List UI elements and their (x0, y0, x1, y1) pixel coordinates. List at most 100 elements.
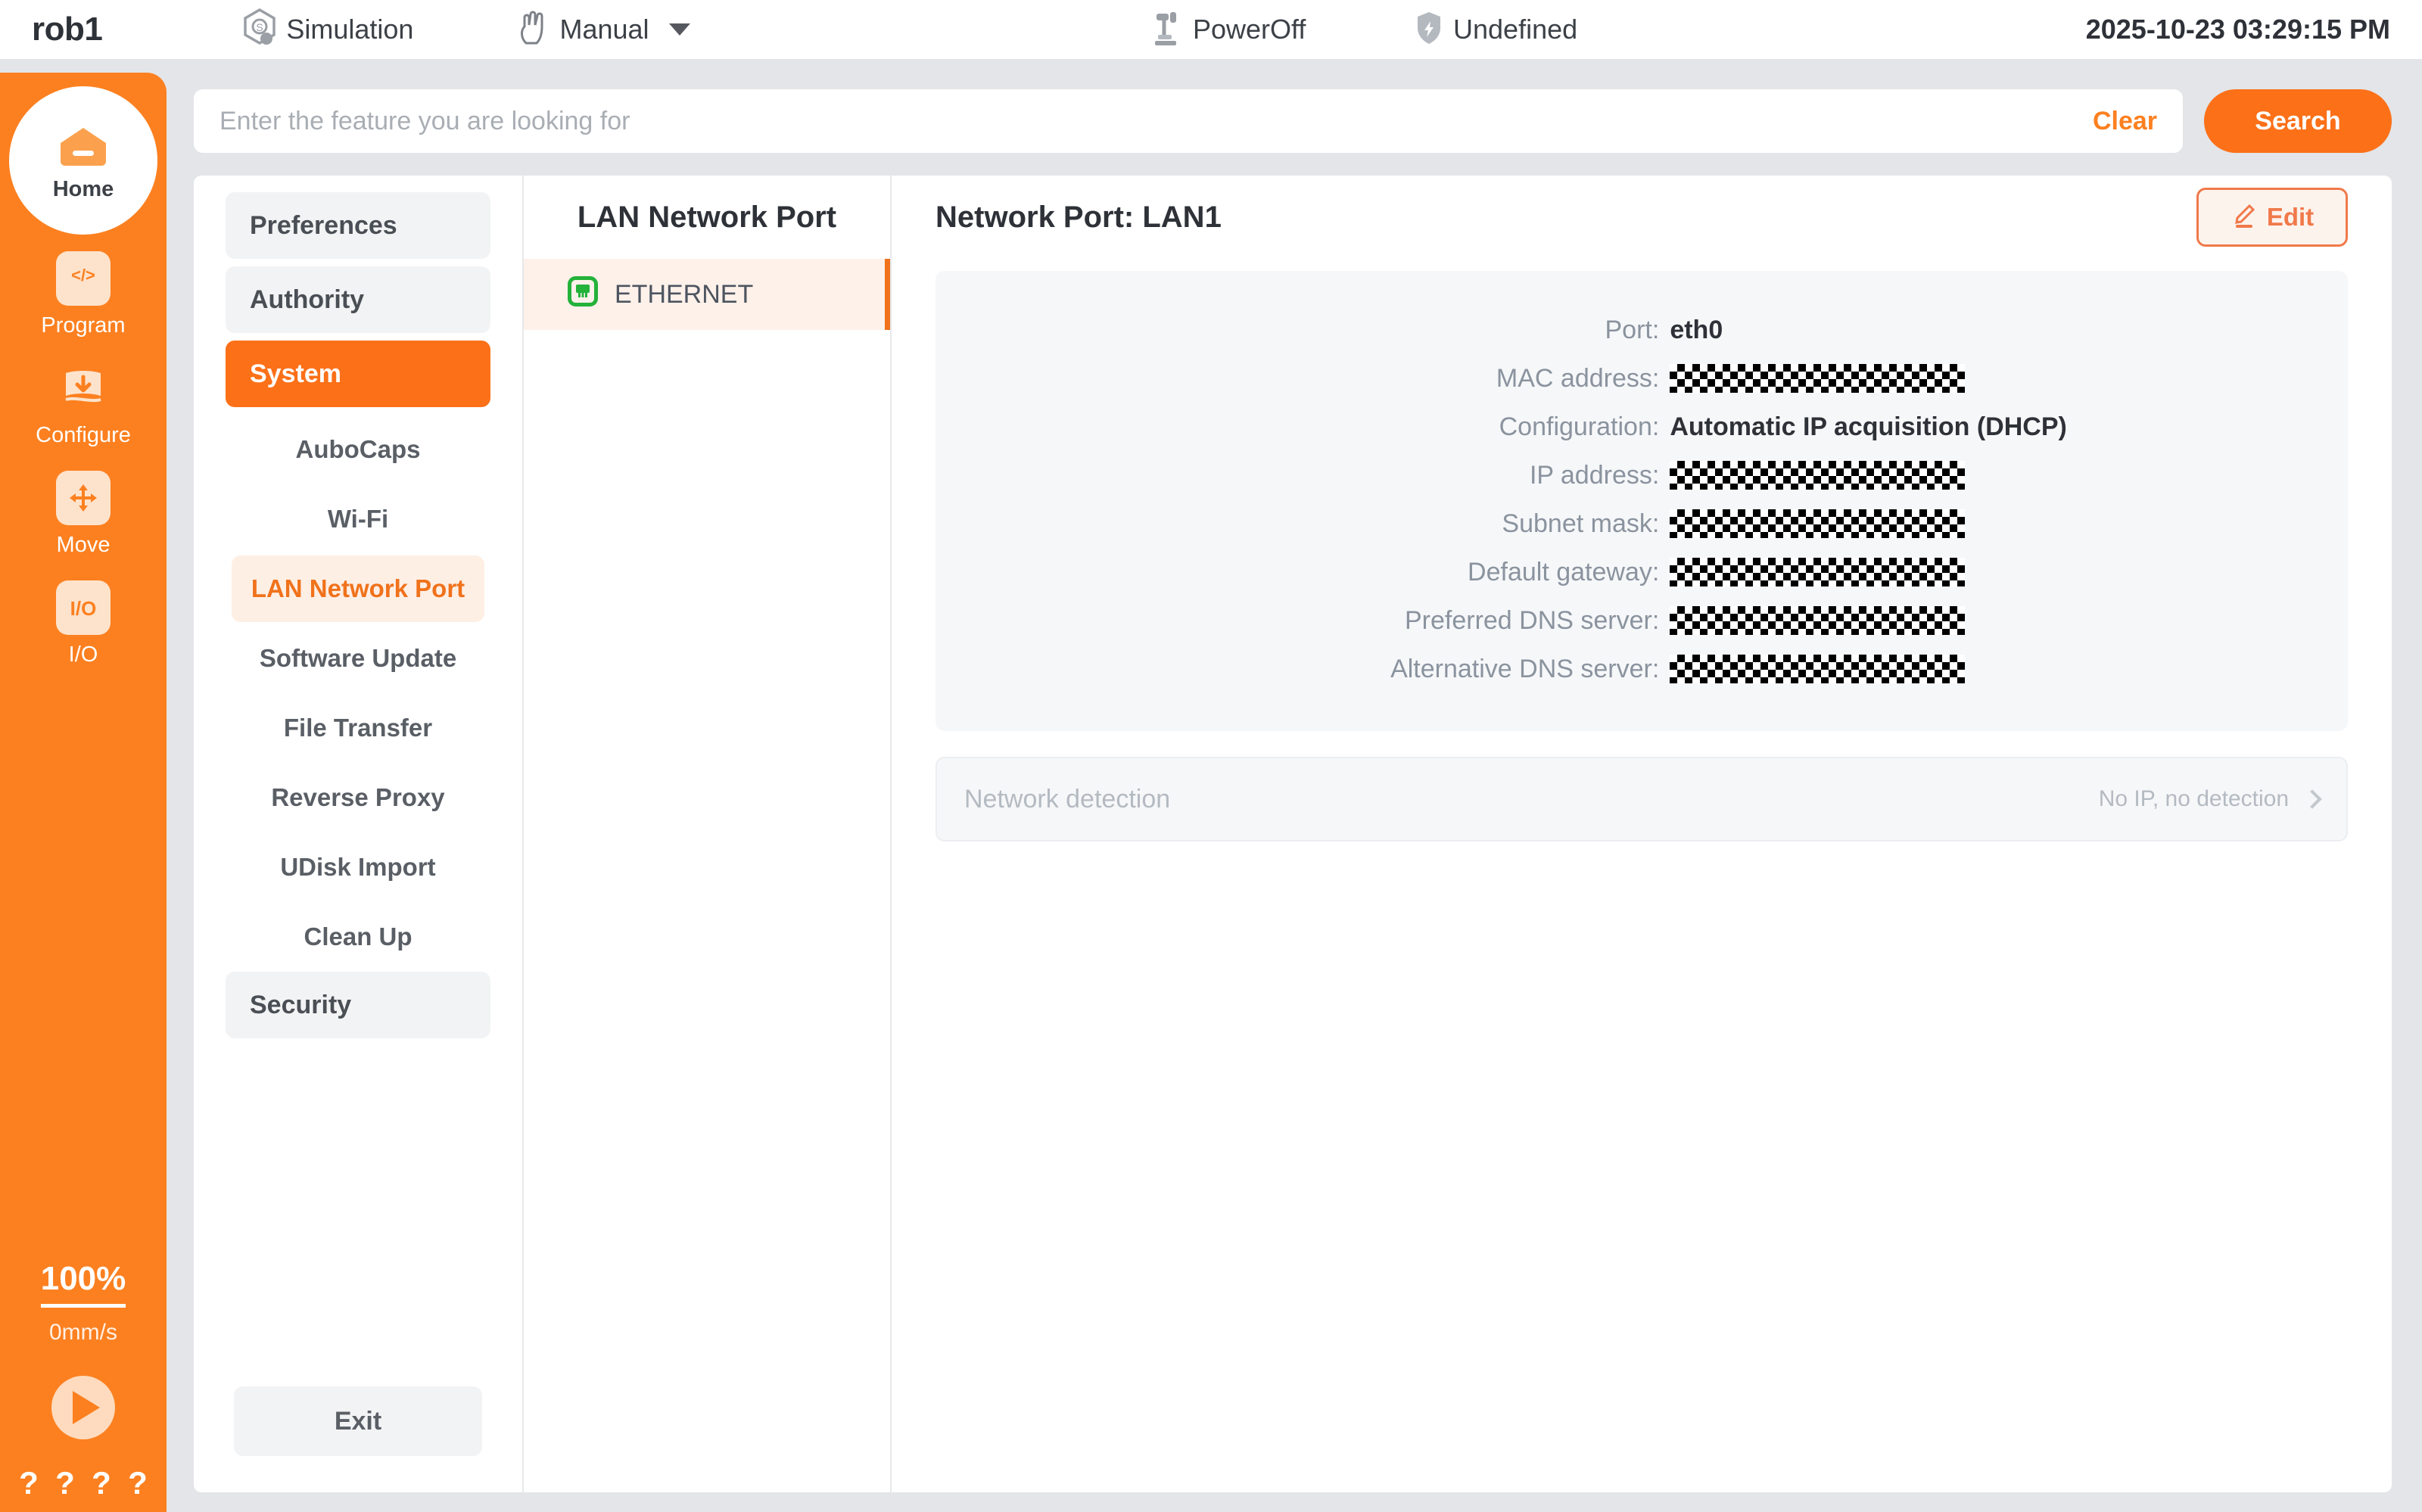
info-key-ip-address: IP address: (1529, 460, 1660, 490)
speed-percent[interactable]: 100% (40, 1260, 126, 1308)
network-detection-status: No IP, no detection (2098, 786, 2289, 811)
home-icon (56, 120, 111, 174)
download-page-icon (56, 361, 111, 415)
search-box[interactable]: Clear (194, 89, 2183, 153)
exit-button[interactable]: Exit (234, 1386, 482, 1456)
info-row-configuration: Configuration: Automatic IP acquisition … (935, 403, 2348, 451)
simulation-hexagon-icon: S (242, 8, 277, 51)
port-row-label: ETHERNET (615, 279, 754, 309)
status-undefined-label: Undefined (1453, 14, 1578, 45)
rail-help-marks: ? ? ? ? (0, 1439, 167, 1512)
status-manual-dropdown[interactable]: Manual (515, 8, 690, 51)
help-mark-3[interactable]: ? (92, 1465, 111, 1501)
rail-item-configure[interactable]: Configure (0, 361, 167, 448)
code-monitor-icon: </> (56, 251, 111, 306)
info-value-ip-address-redacted (1670, 461, 1966, 490)
info-row-port: Port: eth0 (935, 306, 2348, 354)
rail-label-io: I/O (68, 642, 98, 667)
search-button[interactable]: Search (2204, 89, 2392, 153)
edit-button[interactable]: Edit (2196, 188, 2348, 247)
status-simulation-label: Simulation (286, 14, 414, 45)
rail-item-program[interactable]: </> Program (0, 251, 167, 338)
info-value-default-gateway-redacted (1670, 558, 1966, 586)
shield-bolt-icon (1414, 10, 1444, 50)
info-value-port: eth0 (1670, 315, 1723, 344)
top-status-bar: rob1 S Simulation Manual (0, 0, 2422, 59)
pencil-icon (2231, 203, 2256, 232)
nav-item-udisk-import[interactable]: UDisk Import (280, 853, 436, 881)
status-simulation[interactable]: S Simulation (242, 8, 413, 51)
status-poweroff[interactable]: PowerOff (1152, 9, 1306, 51)
info-row-preferred-dns: Preferred DNS server: (935, 596, 2348, 645)
info-row-alternative-dns: Alternative DNS server: (935, 645, 2348, 693)
nav-item-lan-network-port[interactable]: LAN Network Port (232, 555, 484, 622)
search-input[interactable] (219, 106, 2075, 136)
hand-manual-icon (515, 8, 550, 51)
play-button[interactable] (51, 1376, 115, 1439)
help-mark-1[interactable]: ? (19, 1465, 39, 1501)
status-poweroff-label: PowerOff (1193, 14, 1306, 45)
svg-text:I/O: I/O (70, 597, 97, 620)
nav-item-software-update[interactable]: Software Update (259, 644, 457, 672)
settings-shell: Preferences Authority System AuboCaps Wi… (194, 176, 2392, 1492)
move-arrows-icon (56, 471, 111, 525)
network-info-card: Port: eth0 MAC address: Configuration: A… (935, 271, 2348, 731)
port-row-ethernet[interactable]: ETHERNET (524, 259, 890, 330)
nav-item-system[interactable]: System (226, 341, 490, 407)
port-detail-pane: Network Port: LAN1 Edit Port: eth0 MAC a… (892, 176, 2392, 1492)
nav-item-file-transfer[interactable]: File Transfer (283, 714, 433, 742)
nav-item-security[interactable]: Security (226, 972, 490, 1038)
detail-header: Network Port: LAN1 Edit (935, 176, 2348, 259)
port-list-title: LAN Network Port (577, 200, 837, 234)
info-key-configuration: Configuration: (1499, 412, 1660, 441)
rail-label-move: Move (56, 533, 111, 557)
feature-search-row: Clear Search (194, 89, 2392, 153)
rail-item-io[interactable]: I/O I/O (0, 580, 167, 667)
info-key-port: Port: (1605, 315, 1660, 344)
robot-name: rob1 (32, 11, 103, 48)
nav-item-wifi[interactable]: Wi-Fi (327, 505, 389, 533)
robot-arm-icon (1152, 9, 1184, 51)
help-mark-4[interactable]: ? (128, 1465, 148, 1501)
rail-item-move[interactable]: Move (0, 471, 167, 558)
rail-item-home[interactable]: Home (9, 86, 157, 235)
info-value-subnet-mask-redacted (1670, 509, 1966, 538)
svg-text:</>: </> (71, 266, 95, 285)
info-key-alternative-dns: Alternative DNS server: (1390, 654, 1660, 683)
status-undefined[interactable]: Undefined (1414, 10, 1577, 50)
info-value-mac-address-redacted (1670, 364, 1966, 393)
clear-button[interactable]: Clear (2092, 106, 2157, 135)
rail-label-program: Program (41, 313, 126, 338)
info-row-mac-address: MAC address: (935, 354, 2348, 403)
info-row-ip-address: IP address: (935, 451, 2348, 499)
info-row-default-gateway: Default gateway: (935, 548, 2348, 596)
info-key-default-gateway: Default gateway: (1468, 557, 1660, 586)
nav-item-preferences[interactable]: Preferences (226, 192, 490, 259)
nav-item-clean-up[interactable]: Clean Up (304, 922, 412, 950)
info-row-subnet-mask: Subnet mask: (935, 499, 2348, 548)
port-list-column: LAN Network Port ETHERNET (524, 176, 892, 1492)
nav-item-authority[interactable]: Authority (226, 266, 490, 333)
svg-text:S: S (257, 21, 263, 33)
chevron-right-icon (2302, 789, 2322, 809)
left-nav-rail: Home </> Program Configure (0, 73, 167, 1512)
chevron-down-icon[interactable] (668, 23, 690, 36)
settings-nav-column: Preferences Authority System AuboCaps Wi… (194, 176, 524, 1492)
nav-spacer (194, 1046, 522, 1386)
info-value-preferred-dns-redacted (1670, 606, 1966, 635)
status-manual-label: Manual (559, 14, 649, 45)
io-icon: I/O (56, 580, 111, 635)
network-detection-row[interactable]: Network detection No IP, no detection (935, 757, 2348, 842)
edit-button-label: Edit (2266, 203, 2315, 231)
ethernet-port-icon (568, 275, 598, 313)
speed-value: 0mm/s (49, 1320, 117, 1345)
system-clock: 2025-10-23 03:29:15 PM (2085, 14, 2390, 45)
info-key-mac-address: MAC address: (1496, 363, 1660, 393)
nav-item-aubocaps[interactable]: AuboCaps (295, 435, 421, 463)
detail-title: Network Port: LAN1 (935, 200, 1222, 234)
help-mark-2[interactable]: ? (55, 1465, 75, 1501)
network-detection-right: No IP, no detection (2098, 786, 2322, 812)
nav-item-reverse-proxy[interactable]: Reverse Proxy (271, 783, 445, 811)
info-value-alternative-dns-redacted (1670, 655, 1966, 683)
rail-label-configure: Configure (36, 423, 131, 447)
